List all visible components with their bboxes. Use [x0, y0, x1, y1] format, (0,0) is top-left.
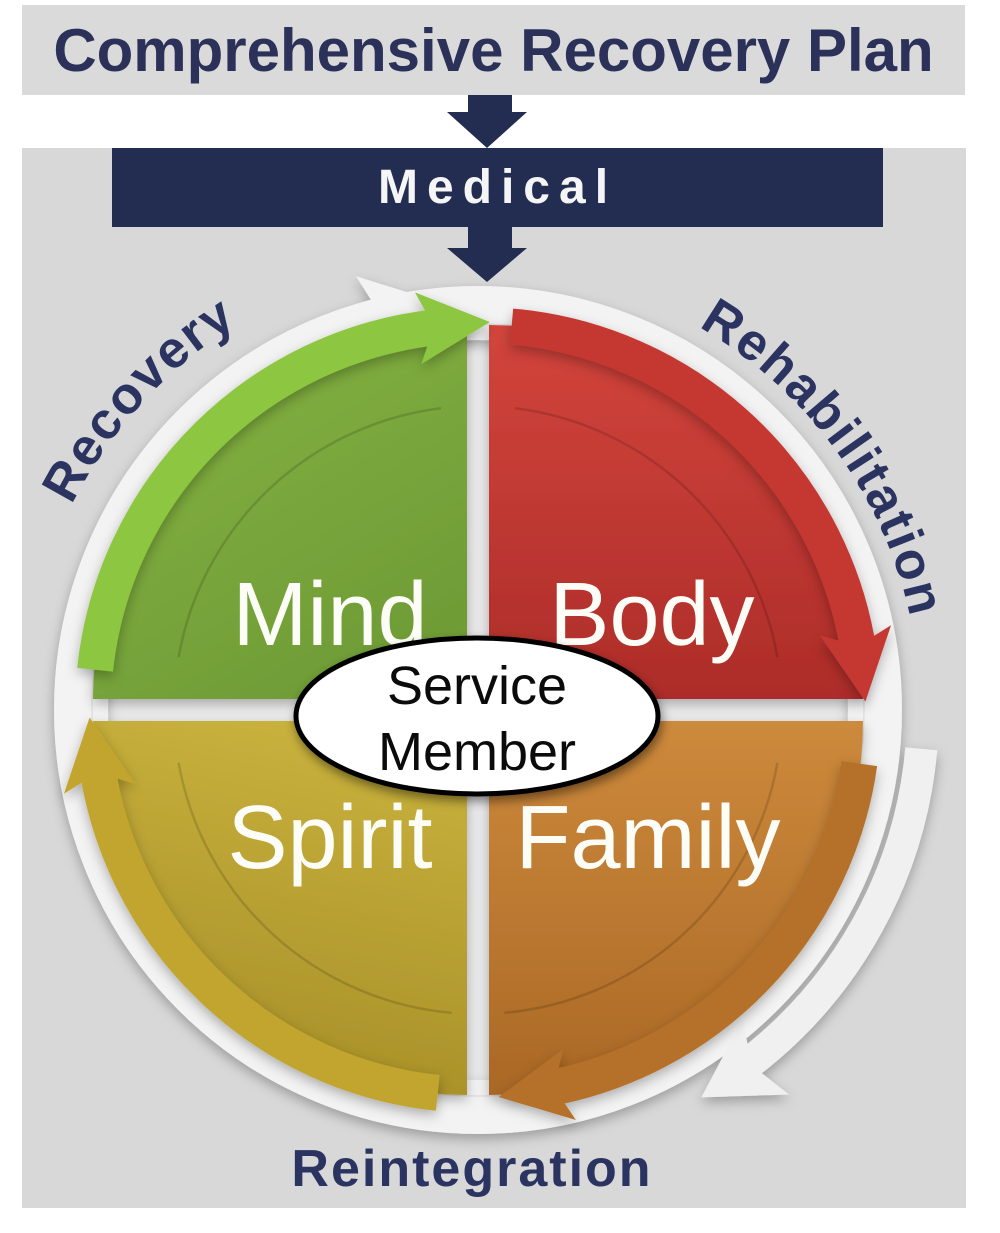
body-arrowhead-icon: [819, 625, 892, 702]
medical-banner: Medical: [112, 148, 883, 227]
quadrants: [93, 325, 863, 1095]
body-label: Body: [549, 565, 754, 665]
center-line1: Service: [387, 656, 567, 716]
ring-arrow-band-bottom: [736, 747, 938, 1079]
mind-arrowhead-icon: [414, 292, 490, 365]
center-ellipse-group: Service Member: [293, 635, 661, 797]
title-banner: Comprehensive Recovery Plan: [22, 5, 965, 95]
quadrant-body: [489, 325, 863, 699]
quadrant-mind: [93, 325, 467, 699]
family-arrow: [541, 761, 878, 1107]
ring-arrowhead-bottom-icon: [701, 1019, 790, 1098]
spirit-arrowhead-icon: [63, 717, 136, 794]
reintegration-label: Reintegration: [291, 1140, 652, 1198]
body-arrow: [510, 308, 878, 659]
center-ellipse: [293, 635, 661, 797]
ring-arrow-band-top: [55, 297, 391, 683]
page-title: Comprehensive Recovery Plan: [53, 16, 934, 84]
quadrant-arrows: [63, 292, 892, 1120]
quadrant-spirit: [93, 721, 467, 1095]
quadrant-family: [489, 721, 863, 1095]
family-arrowhead-icon: [498, 1049, 576, 1120]
spirit-label: Spirit: [227, 788, 432, 888]
medical-label: Medical: [377, 161, 618, 214]
spirit-arrow: [78, 761, 440, 1111]
quadrant-detail-arcs: [177, 407, 779, 1015]
family-label: Family: [516, 788, 781, 888]
center-line2: Member: [378, 722, 576, 782]
mind-arrow: [77, 308, 446, 672]
